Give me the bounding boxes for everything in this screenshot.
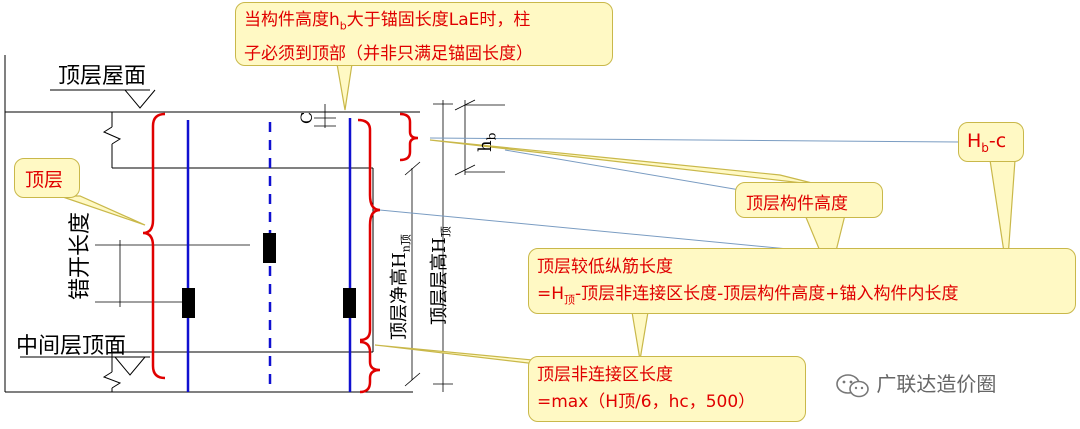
top-floor-callout: 顶层 <box>14 158 80 198</box>
anchor-callout-line1-pre: 当构件高度h <box>244 10 340 30</box>
stagger-length-label: 错开长度 <box>68 211 93 300</box>
watermark-text: 广联达造价圈 <box>876 372 997 396</box>
anchor-callout-line1: 当构件高度hb大于锚固长度LaE时，柱 <box>244 6 604 40</box>
net-height-label: 顶层净高Hn顶 <box>385 234 414 340</box>
floor-height-main: 顶层层高H <box>429 237 450 325</box>
wechat-icon <box>836 373 869 397</box>
lower-bar-length-callout: 顶层较低纵筋长度 =H顶-顶层非连接区长度-顶层构件高度+锚入构件内长度 <box>528 248 1076 314</box>
hb-minus-c-sub: b <box>981 140 989 155</box>
lower-bar-line2-sub: 顶 <box>564 293 576 307</box>
lower-bar-line2-pre: =H <box>537 284 565 304</box>
c-dimension-label: C <box>297 111 316 124</box>
anchor-length-callout: 当构件高度hb大于锚固长度LaE时，柱 子必须到顶部（并非只满足锚固长度） <box>235 2 613 66</box>
non-connect-line2: =max（H顶/6，hc，500） <box>537 392 756 412</box>
hb-dimension-sub: b <box>484 132 499 141</box>
hb-minus-c-pre: H <box>967 130 982 152</box>
dimension-lines <box>95 99 505 392</box>
floor-height-label: 顶层层高H顶 <box>425 226 454 325</box>
net-height-sub: n顶 <box>399 234 413 253</box>
anchor-callout-line1-sub: b <box>339 19 347 33</box>
hb-minus-c-post: -c <box>988 130 1007 152</box>
net-height-main: 顶层净高H <box>389 252 410 340</box>
floor-height-sub: 顶 <box>439 226 453 238</box>
middle-floor-label: 中间层顶面 <box>16 334 127 359</box>
lower-bar-line2-post: -顶层非连接区长度-顶层构件高度+锚入构件内长度 <box>575 284 959 304</box>
rebar-couplers <box>182 233 356 318</box>
anchor-callout-line2: 子必须到顶部（并非只满足锚固长度） <box>244 44 533 65</box>
anchor-callout-line1-post: 大于锚固长度LaE时，柱 <box>346 10 531 30</box>
hb-dimension-label: hb <box>475 133 499 152</box>
roof-level-label: 顶层屋面 <box>58 64 147 89</box>
level-markers <box>20 89 156 376</box>
hb-minus-c-callout: Hb-c <box>958 122 1024 162</box>
red-braces <box>142 112 419 394</box>
column-outline <box>4 55 420 393</box>
hb-dimension-main: h <box>475 140 496 152</box>
lower-bar-line1: 顶层较低纵筋长度 <box>537 257 673 277</box>
lower-bar-line2: =H顶-顶层非连接区长度-顶层构件高度+锚入构件内长度 <box>537 281 1067 313</box>
member-height-callout: 顶层构件高度 <box>735 182 883 218</box>
watermark: 广联达造价圈 <box>836 368 996 399</box>
non-connect-zone-callout: 顶层非连接区长度 =max（H顶/6，hc，500） <box>528 356 806 422</box>
non-connect-line1: 顶层非连接区长度 <box>537 365 673 385</box>
